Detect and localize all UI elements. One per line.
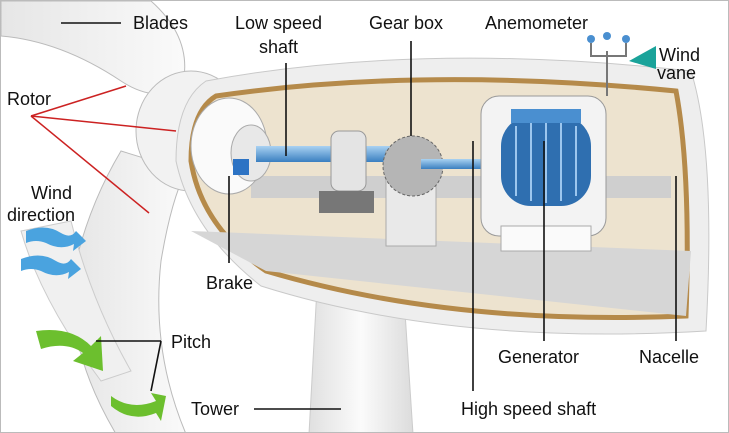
label-high-speed-shaft: High speed shaft bbox=[461, 399, 596, 419]
label-tower: Tower bbox=[191, 399, 239, 419]
rotor-pointer-lines bbox=[30, 85, 177, 214]
label-rotor: Rotor bbox=[7, 89, 51, 109]
wind-vane bbox=[629, 46, 656, 69]
label-wind-direction-2: direction bbox=[7, 205, 75, 225]
anemometer bbox=[587, 32, 630, 96]
label-wind-direction-1: Wind bbox=[31, 183, 72, 203]
leader-lines bbox=[61, 22, 677, 410]
label-blades: Blades bbox=[133, 13, 188, 33]
high-speed-shaft bbox=[421, 159, 501, 169]
brake-block bbox=[233, 159, 249, 175]
label-nacelle: Nacelle bbox=[639, 347, 699, 367]
label-generator: Generator bbox=[498, 347, 579, 367]
label-gear-box: Gear box bbox=[369, 13, 443, 33]
label-low-speed-shaft-1: Low speed bbox=[235, 13, 322, 33]
label-anemometer: Anemometer bbox=[485, 13, 588, 33]
pitch-arrows-icon bbox=[36, 330, 166, 421]
wind-arrows-icon bbox=[21, 227, 86, 279]
label-low-speed-shaft-2: shaft bbox=[259, 37, 298, 57]
gear-box bbox=[382, 135, 444, 247]
label-brake: Brake bbox=[206, 273, 253, 293]
label-pitch: Pitch bbox=[171, 332, 211, 352]
label-wind-vane-1: Wind bbox=[659, 45, 700, 65]
label-wind-vane-2: vane bbox=[657, 63, 696, 83]
